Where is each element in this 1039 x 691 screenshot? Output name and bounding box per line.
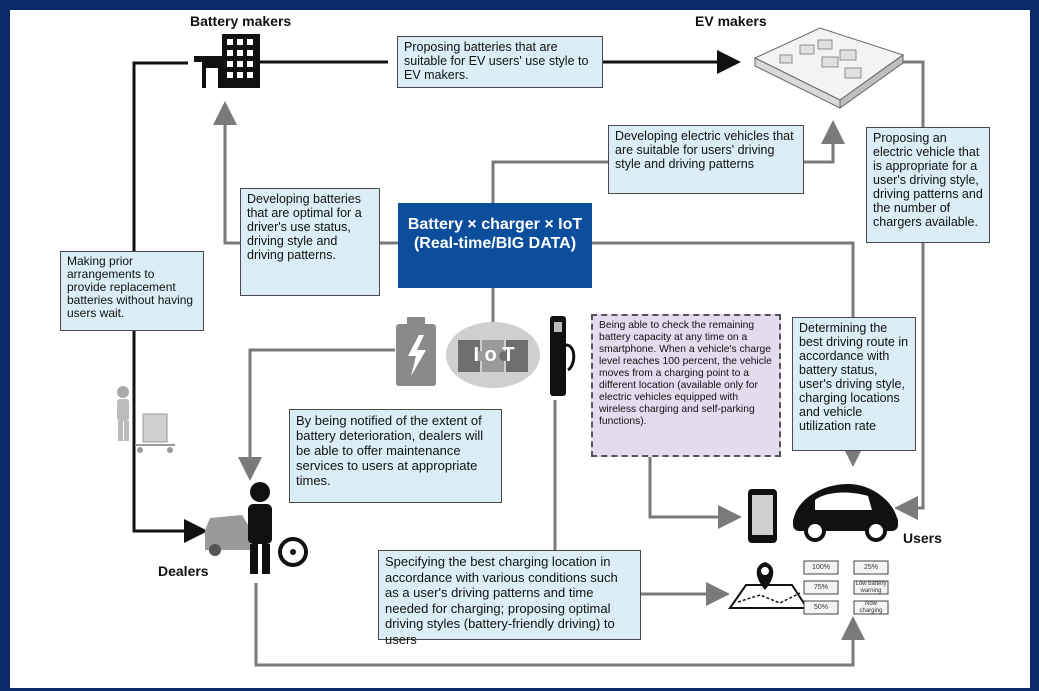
car-icon	[793, 484, 898, 542]
battery-makers-title: Battery makers	[190, 13, 292, 29]
factory-icon	[753, 27, 905, 109]
battery-icon	[396, 317, 436, 386]
box-best-charging: Specifying the best charging location in…	[378, 550, 641, 647]
worker-icon	[117, 386, 175, 453]
box-developing-ev: Developing electric vehicles that are su…	[608, 125, 804, 194]
arrow-charger-map	[553, 400, 724, 594]
central-line2: (Real-time/BIG DATA)	[413, 235, 577, 252]
smartphone-icon	[748, 489, 777, 543]
ev-makers-title: EV makers	[695, 13, 767, 29]
arrow-evmakers-users	[894, 60, 925, 520]
dealers-title: Dealers	[158, 563, 209, 579]
iot-label: I o T	[473, 344, 515, 366]
building-icon	[194, 34, 260, 88]
box-deterioration: By being notified of the extent of batte…	[289, 409, 502, 503]
box-check-capacity: Being able to check the remaining batter…	[591, 314, 781, 457]
puzzle-icon	[446, 322, 540, 388]
battery-label-50: 50%	[813, 604, 828, 611]
box-developing-batteries: Developing batteries that are optimal fo…	[240, 188, 380, 296]
battery-label-100: 100%	[812, 564, 830, 571]
battery-label-75: 75%	[813, 584, 828, 591]
charger-icon	[550, 316, 576, 396]
box-proposing-ev: Proposing an electric vehicle that is ap…	[866, 127, 990, 243]
central-box: Battery × charger × IoT (Real-time/BIG D…	[398, 203, 592, 288]
box-best-route: Determining the best driving route in ac…	[792, 317, 916, 451]
dealer-icon	[205, 482, 308, 574]
arrow-iot-dealers	[238, 348, 395, 481]
box-prior-arrangements: Making prior arrangements to provide rep…	[60, 251, 204, 331]
connector-lines	[117, 27, 925, 667]
battery-label-low: Low battery warning	[855, 581, 887, 594]
users-title: Users	[903, 530, 942, 546]
battery-label-charging: Now charging	[859, 601, 883, 614]
central-line1: Battery × charger × IoT	[407, 216, 583, 233]
diagram-canvas: Battery makers EV makers Dealers Users B…	[10, 10, 1030, 688]
map-pin-icon	[728, 562, 809, 609]
arrow-dealers-users	[254, 583, 865, 667]
box-proposing-batteries: Proposing batteries that are suitable fo…	[397, 36, 603, 88]
battery-indicator-icons	[803, 560, 889, 615]
battery-label-25: 25%	[863, 564, 878, 571]
arrow-charger-smartphone	[648, 455, 742, 529]
